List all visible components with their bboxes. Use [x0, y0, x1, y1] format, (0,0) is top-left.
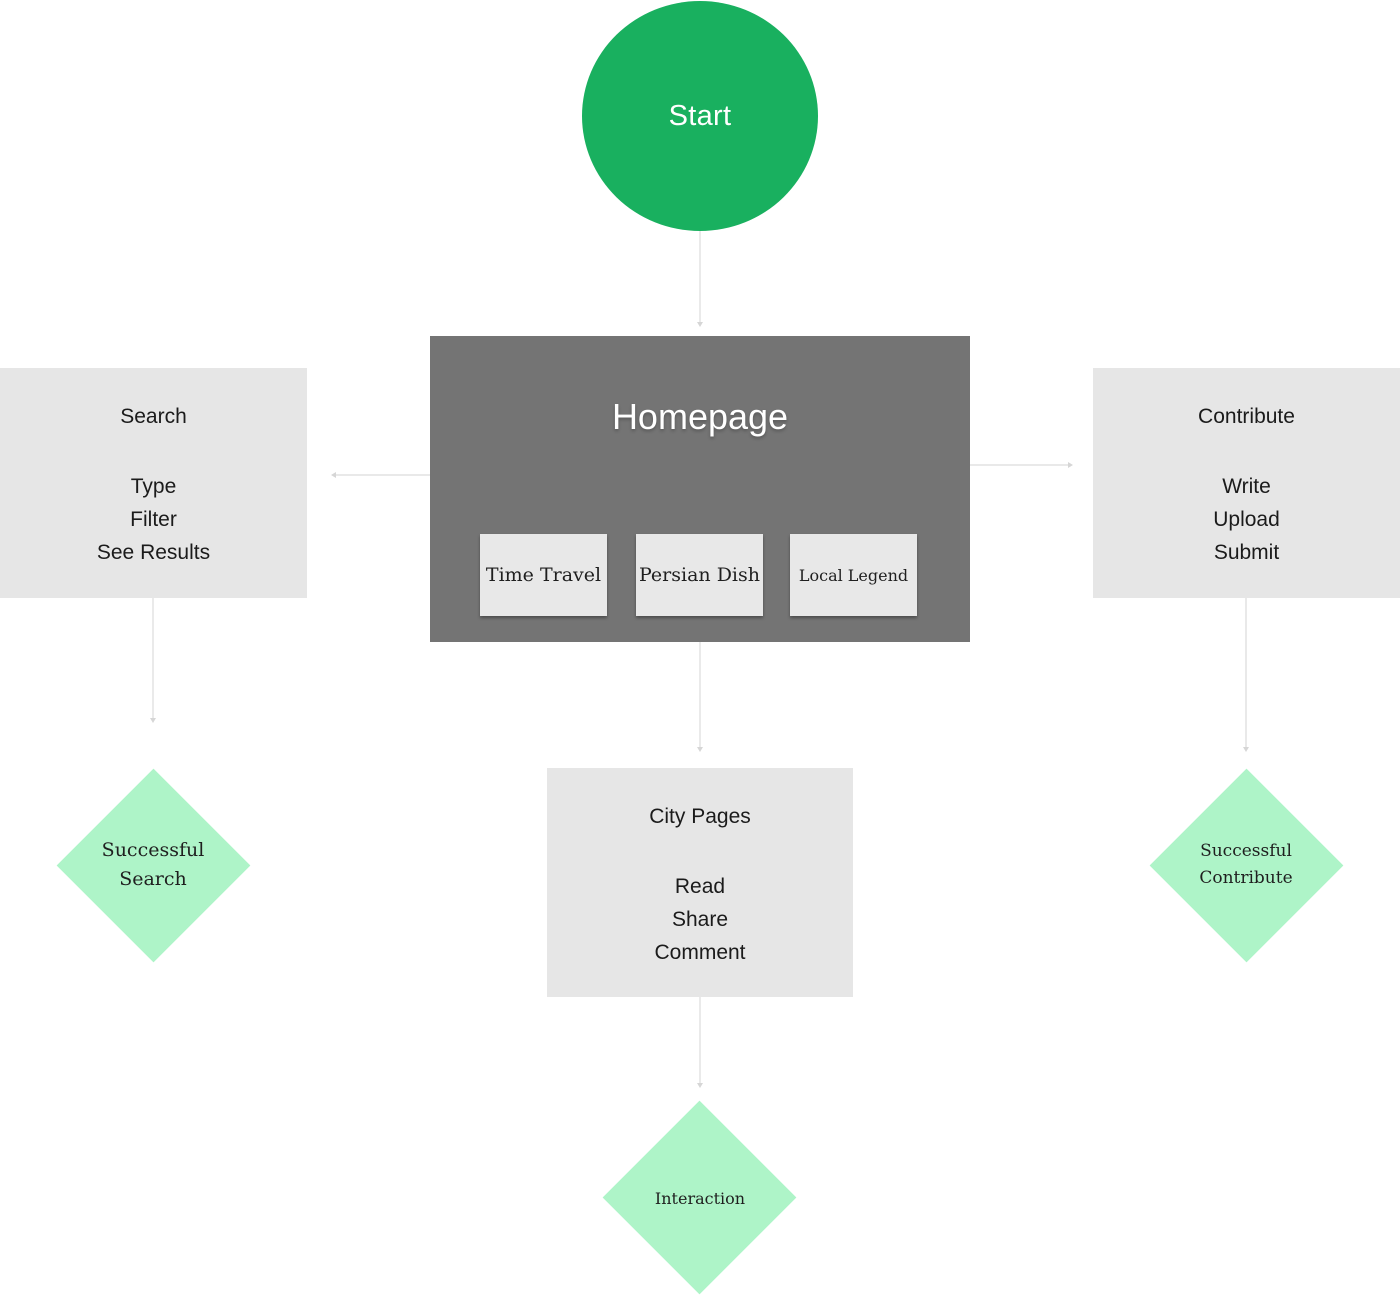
search-title: Search [120, 405, 187, 428]
search-node[interactable]: Search Type Filter See Results [0, 368, 307, 598]
start-label: Start [668, 99, 732, 132]
successful-contribute-line: Successful [1200, 841, 1292, 861]
homepage-card-time-travel[interactable]: Time Travel [480, 534, 607, 616]
homepage-card-persian-dish[interactable]: Persian Dish [636, 534, 763, 616]
contribute-step: Submit [1213, 541, 1280, 564]
contribute-node[interactable]: Contribute Write Upload Submit [1093, 368, 1400, 598]
homepage-card-local-legend[interactable]: Local Legend [790, 534, 917, 616]
successful-contribute-line: Contribute [1199, 868, 1293, 888]
arrow-search-to-outcome [150, 718, 156, 723]
city-pages-title: City Pages [649, 805, 751, 828]
city-pages-step: Read [674, 875, 726, 898]
contribute-title: Contribute [1198, 405, 1295, 428]
contribute-step: Upload [1213, 508, 1280, 531]
city-pages-steps: Read Share Comment [547, 870, 853, 969]
search-steps: Type Filter See Results [0, 470, 307, 569]
arrow-city-to-interaction [697, 1083, 703, 1088]
arrow-homepage-to-city [697, 747, 703, 752]
arrow-homepage-to-contribute [1068, 462, 1073, 468]
homepage-node[interactable]: Time Travel Persian Dish Local Legend [430, 336, 970, 642]
start-node[interactable]: Start [582, 1, 818, 231]
search-step: See Results [96, 541, 211, 564]
arrow-homepage-to-search [331, 472, 336, 478]
city-pages-step: Comment [654, 941, 746, 964]
contribute-steps: Write Upload Submit [1093, 470, 1400, 569]
successful-search-line: Search [119, 868, 187, 890]
interaction-label: Interaction [654, 1188, 746, 1208]
homepage-title: Homepage [611, 396, 789, 437]
successful-search-label: Successful Search [53, 830, 253, 900]
successful-search-line: Successful [101, 839, 205, 861]
city-pages-node[interactable]: City Pages Read Share Comment [547, 768, 853, 997]
arrow-contribute-to-outcome [1243, 747, 1249, 752]
search-step: Type [130, 475, 177, 498]
arrow-start-to-homepage [697, 322, 703, 327]
city-pages-step: Share [671, 908, 729, 931]
search-step: Filter [130, 508, 177, 531]
contribute-step: Write [1222, 475, 1271, 498]
successful-contribute-label: Successful Contribute [1146, 830, 1346, 900]
